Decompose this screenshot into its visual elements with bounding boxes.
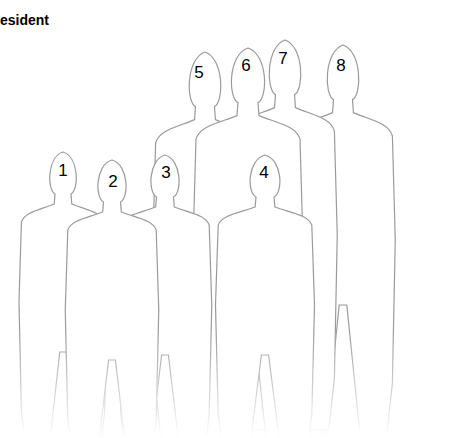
fade-overlay xyxy=(0,330,453,438)
callout-number: 7 xyxy=(278,50,287,67)
callout-number: 8 xyxy=(336,57,345,74)
callout-number: 5 xyxy=(194,64,203,81)
callout-number: 3 xyxy=(161,164,170,181)
callout-number: 1 xyxy=(58,162,67,179)
callout-number: 4 xyxy=(259,164,268,181)
callout-number: 2 xyxy=(108,173,117,190)
caption-fragment: esident xyxy=(0,13,49,27)
callout-number: 6 xyxy=(241,57,250,74)
